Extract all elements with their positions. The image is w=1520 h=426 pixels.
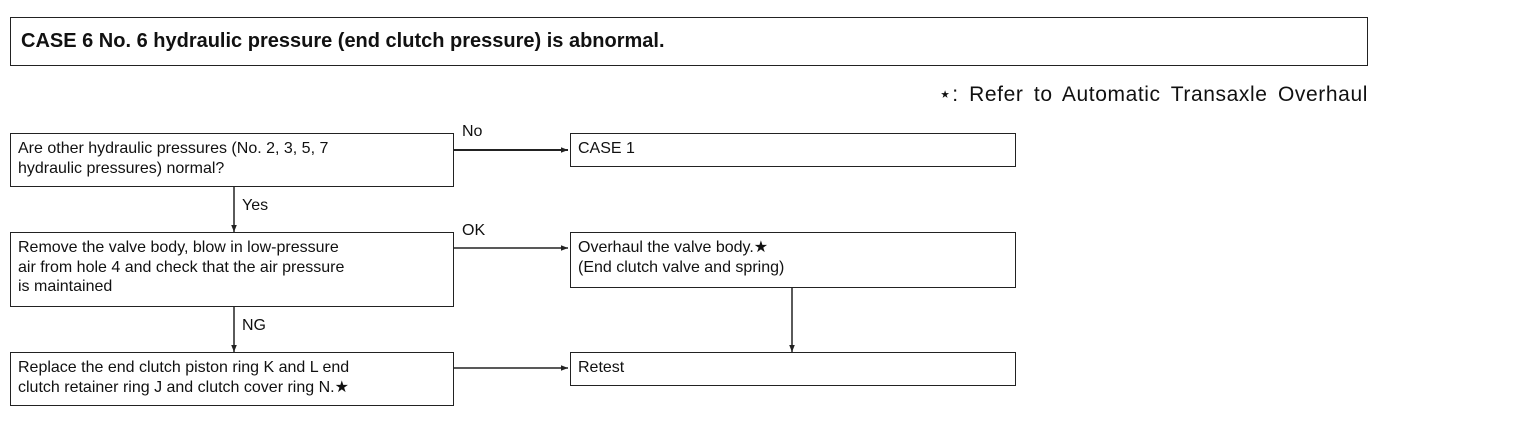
reference-note: ⋆: Refer to Automatic Transaxle Overhaul [938, 83, 1368, 106]
label-ng: NG [242, 317, 266, 334]
label-ok: OK [462, 222, 486, 239]
box-retest: Retest [570, 352, 1016, 386]
case-title: CASE 6 No. 6 hydraulic pressure (end clu… [10, 17, 1368, 66]
label-yes: Yes [242, 197, 269, 214]
label-no: No [462, 123, 483, 140]
box-case-1: CASE 1 [570, 133, 1016, 167]
box-overhaul-valve-body: Overhaul the valve body.★(End clutch val… [570, 232, 1016, 288]
box-replace-rings: Replace the end clutch piston ring K and… [10, 352, 454, 406]
box-check-air-pressure: Remove the valve body, blow in low-press… [10, 232, 454, 307]
box-check-other-pressures: Are other hydraulic pressures (No. 2, 3,… [10, 133, 454, 187]
